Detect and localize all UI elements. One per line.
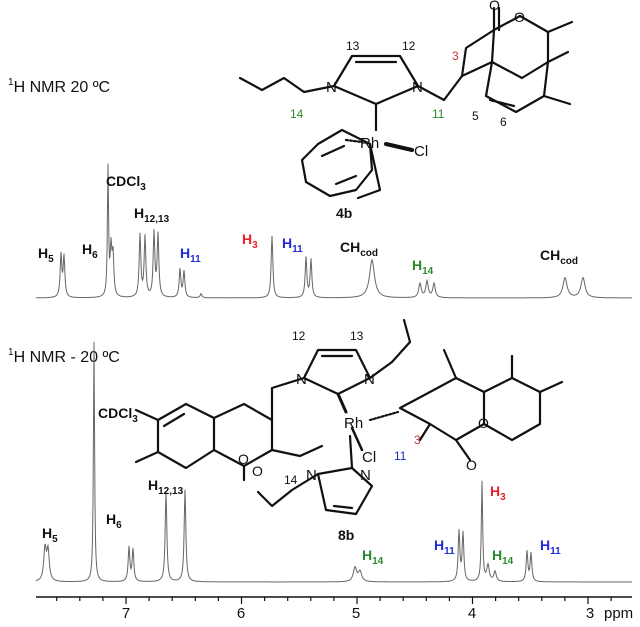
bottom-atom-14: 14 [284,473,298,487]
top-atom-n1: N [326,79,337,96]
bottom-atom-n2: N [364,371,375,388]
top-peak-label-h11-a: H11 [180,245,201,265]
bottom-peak-label-h3: H3 [490,483,506,503]
bottom-cdcl3-label: CDCl3 [98,405,138,425]
bottom-peak-label-h6: H6 [106,511,122,531]
bottom-title: 1H NMR - 20 ºC [8,347,120,366]
top-cdcl3-main: CDCl [106,173,140,189]
bottom-atom-3: 3 [414,433,421,447]
bottom-spectrum-trace [35,341,632,583]
ppm-axis: 7 6 5 4 3 ppm [36,596,633,622]
top-title-sup: 1 [8,77,14,88]
top-atom-12: 12 [402,39,416,53]
top-peak-label-h14: H14 [412,257,434,277]
bottom-atom-o4: O [466,457,477,473]
top-peak-label-h5: H5 [38,245,54,265]
top-atom-5: 5 [472,109,479,123]
bottom-atom-o3: O [478,415,489,431]
bottom-peak-label-h11-b: H11 [540,537,561,557]
bottom-atom-o2: O [252,463,263,479]
top-cdcl3-sub: 3 [140,182,146,193]
bottom-peak-label-h5: H5 [42,525,58,545]
bottom-title-text: H NMR - 20 ºC [14,349,120,366]
bottom-atom-cl: Cl [362,449,376,466]
top-title-text: H NMR 20 ºC [14,79,111,96]
top-atom-o-ring: O [514,9,525,25]
top-spectrum: 1H NMR 20 ºC CDCl3 H5 H6 H12,13 H11 H3 H… [8,77,632,299]
bottom-atom-n4: N [360,467,371,484]
top-atom-cl: Cl [414,143,428,160]
top-atom-n2: N [412,79,423,96]
bottom-peak-label-h14-b: H14 [492,547,514,567]
top-structure-4b [238,6,574,200]
top-structure-labels: 13 12 3 N N 11 14 5 6 Rh Cl O O 4b [290,0,525,221]
bottom-atom-o1: O [238,451,249,467]
top-atom-13: 13 [346,39,360,53]
bottom-spectrum: 1H NMR - 20 ºC CDCl3 H5 H6 H12,13 H14 H1… [8,341,632,583]
bottom-compound-label: 8b [338,527,354,543]
top-atom-14: 14 [290,107,304,121]
top-peak-label-h12-13: H12,13 [134,205,170,225]
bottom-peak-label-h14-a: H14 [362,547,384,567]
top-peak-label-h3: H3 [242,231,258,251]
bottom-atom-n3: N [306,467,317,484]
bottom-atom-n1: N [296,371,307,388]
top-compound-label: 4b [336,205,352,221]
top-atom-3: 3 [452,49,459,63]
bottom-atom-rh: Rh [344,415,363,432]
bottom-atom-11: 11 [394,449,407,463]
bottom-peak-label-h11-a: H11 [434,537,455,557]
bottom-atom-12: 12 [292,329,306,343]
bottom-structure-labels: 12 13 N N Rh Cl 3 11 14 N N O O O O 8b [238,329,489,543]
top-atom-rh: Rh [360,135,379,152]
ppm-axis-tick-4: 4 [468,605,476,622]
ppm-axis-tick-7: 7 [122,605,130,622]
bottom-peak-label-h12-13: H12,13 [148,477,184,497]
top-atom-6: 6 [500,115,507,129]
top-spectrum-trace [36,163,632,299]
ppm-axis-tick-5: 5 [352,605,360,622]
top-cdcl3-label: CDCl3 [106,173,146,193]
ppm-axis-tick-6: 6 [237,605,245,622]
top-peak-label-h6: H6 [82,241,98,261]
bottom-title-sup: 1 [8,347,14,358]
top-atom-11: 11 [432,107,445,121]
top-title: 1H NMR 20 ºC [8,77,110,96]
bottom-atom-13: 13 [350,329,364,343]
top-peak-label-chcod-a: CHcod [340,239,378,259]
ppm-axis-tick-3: 3 [586,605,594,622]
bottom-structure-8b [134,318,564,516]
ppm-axis-unit: ppm [604,605,633,622]
top-atom-o-carbonyl: O [489,0,500,13]
top-peak-label-h11-b: H11 [282,235,303,255]
top-peak-label-chcod-b: CHcod [540,247,578,267]
